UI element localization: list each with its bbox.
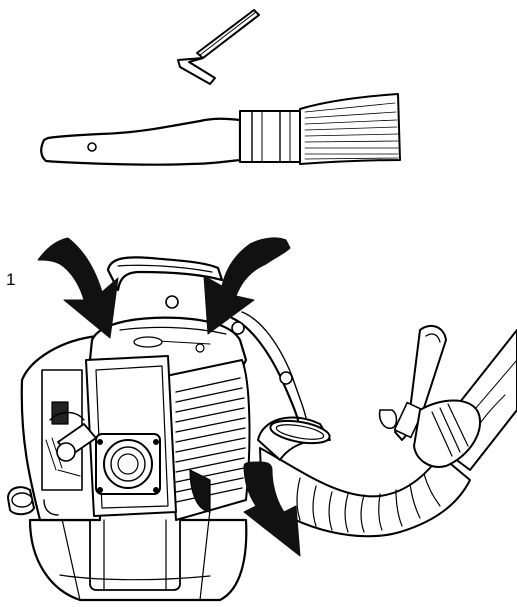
callout-label: 1	[6, 270, 15, 290]
leaf-blower-engine-icon	[8, 318, 249, 600]
hex-key-icon	[178, 10, 259, 84]
cleaning-brush-icon	[41, 94, 400, 165]
